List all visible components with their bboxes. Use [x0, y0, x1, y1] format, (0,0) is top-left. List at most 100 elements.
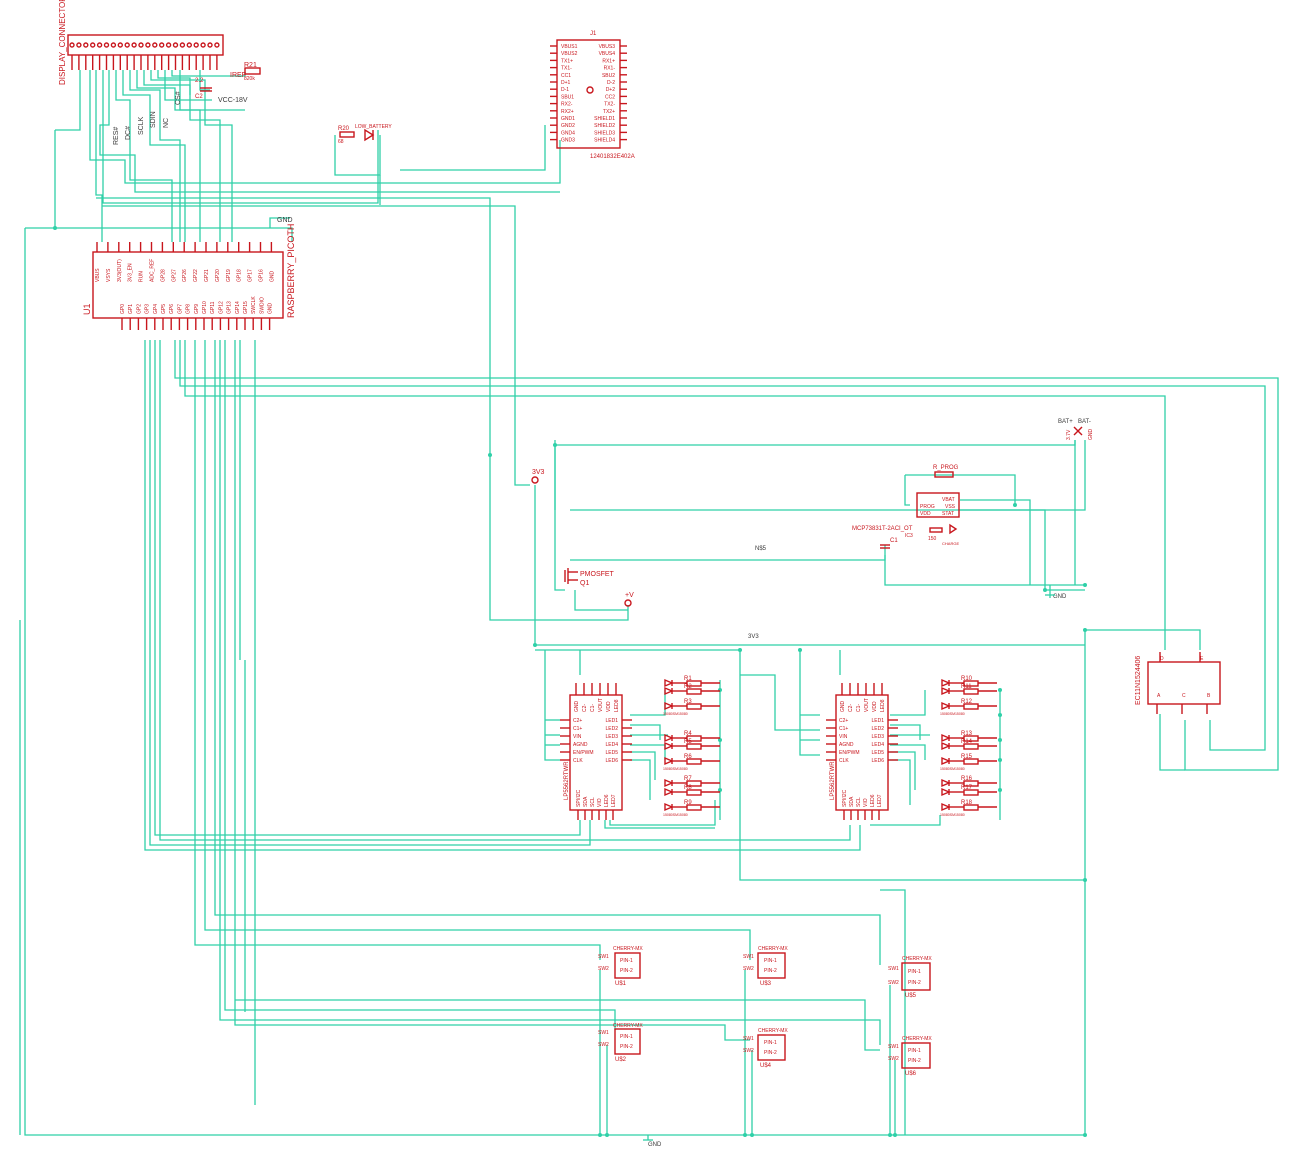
j1-pin-left: TX1+: [561, 58, 573, 64]
sclk-label: SCLK: [138, 116, 145, 135]
j1-pin-right: SHIELD1: [594, 116, 615, 122]
resistor-label: R9: [684, 800, 692, 806]
lp-pin-left: EN/PWM: [839, 750, 860, 756]
j1-pin-left: GND3: [561, 138, 575, 144]
cherry-label-5: CHERRY-MX: [902, 956, 932, 962]
j1-pin-right: VBUS4: [599, 51, 616, 57]
cherry-label-2: CHERRY-MX: [613, 1023, 643, 1029]
pin1-label-4: PIN-1: [764, 1040, 777, 1046]
lp-pin-right: LED4: [871, 742, 884, 748]
c1-label: C1: [890, 538, 898, 544]
encoder-pin-e: E: [1200, 656, 1204, 662]
ic3-label: IC3: [905, 533, 913, 539]
pin2-label-3: PIN-2: [764, 968, 777, 974]
pico-pin-top: GP22: [193, 269, 199, 282]
lp-pin-left: VIN: [839, 734, 848, 740]
pin1-label-3: PIN-1: [764, 958, 777, 964]
vcc-label: VCC-18V: [218, 97, 248, 104]
sw2-label-3: SW2: [743, 966, 754, 972]
resistor-label: R18: [961, 800, 973, 806]
nc-label: NC: [163, 118, 170, 128]
pico-pin-top: 3V3_EN: [128, 263, 134, 282]
switch-u6: CHERRY-MX PIN-1 PIN-2 SW1 SW2 U$6: [888, 1036, 932, 1077]
led-part-label: 15080SM15080: [663, 712, 688, 716]
led-part-label: 15080SM15080: [940, 813, 965, 817]
pico-pin-top: GP28: [160, 269, 166, 282]
pico-pin-bottom: GP7: [177, 304, 183, 314]
lp-pin-bottom: LED6: [604, 794, 610, 807]
j1-pin-right: TX2+: [603, 109, 615, 115]
driver-left-label: LP5562RTWR: [564, 761, 570, 800]
display-connector: DISPLAY_CONNECTOR R21 IREF 820k C2 2.2 V…: [58, 0, 261, 145]
sdin-label: SDIN: [150, 111, 157, 128]
lp-pin-left: C1+: [839, 726, 848, 732]
led-part-label: 15080SM15080: [663, 813, 688, 817]
sw1-label-3: SW1: [743, 954, 754, 960]
j1-pin-right: TX2-: [604, 102, 615, 108]
led-part-label: 15080SM15080: [940, 712, 965, 716]
lp-pin-bottom: SCL: [856, 797, 862, 807]
c2-label: C2: [195, 94, 203, 100]
rgb-leds-right: R10R11R1215080SM15080R13R14R1515080SM150…: [940, 676, 997, 817]
resistor-label: R4: [684, 731, 692, 737]
q1-label: Q1: [580, 580, 589, 587]
j1-pin-right: VBUS3: [599, 44, 616, 50]
us3-label: U$3: [760, 981, 772, 987]
pico-pin-top: GP27: [171, 269, 177, 282]
pico-pin-top: GP21: [204, 269, 210, 282]
j1-pin-right: D-2: [607, 80, 615, 86]
j1-pin-right: RX1-: [604, 66, 616, 72]
lp-pin-right: LED6: [871, 758, 884, 764]
lp-pin-left: EN/PWM: [573, 750, 594, 756]
pico-pin-top: GP18: [237, 269, 243, 282]
wires: [19, 70, 1279, 1136]
led-part-label: 15080SM15080: [940, 767, 965, 771]
rgb-leds-left: R1R2R315080SM15080R4R5R615080SM15080R7R8…: [663, 676, 720, 817]
resistor-label: R12: [961, 699, 973, 705]
vplus-label: +V: [625, 592, 634, 599]
lp-pin-left: AGND: [573, 742, 588, 748]
us1-label: U$1: [615, 981, 627, 987]
gnd-power-label: GND: [1053, 594, 1067, 600]
pico-pin-bottom: GP10: [202, 301, 208, 314]
lp-pin-top: GND: [840, 701, 846, 713]
pico-pin-bottom: GP12: [218, 301, 224, 314]
sw2-label-6: SW2: [888, 1056, 899, 1062]
lp-pin-right: LED1: [871, 718, 884, 724]
j1-pin-left: TX1-: [561, 66, 572, 72]
pico-pin-top: GP20: [215, 269, 221, 282]
cherry-label-1: CHERRY-MX: [613, 946, 643, 952]
lp-pin-bottom: SCL: [590, 797, 596, 807]
j1-pin-right: SHIELD3: [594, 130, 615, 136]
pico-pin-bottom: GP3: [145, 304, 151, 314]
encoder-pin-c: C: [1182, 693, 1186, 699]
encoder-pin-a: A: [1157, 693, 1161, 699]
pico-pin-top: GP26: [182, 269, 188, 282]
j1-pin-left: GND2: [561, 123, 575, 129]
pico-pin-top: GP19: [226, 269, 232, 282]
lp-pin-bottom: LED7: [877, 794, 883, 807]
pico-pin-bottom: GP14: [235, 301, 241, 314]
pin2-label-2: PIN-2: [620, 1044, 633, 1050]
lp-pin-top: C2-: [848, 704, 854, 712]
pico-pin-bottom: GP8: [186, 304, 192, 314]
resistor-label: R7: [684, 776, 692, 782]
j1-pin-left: D+1: [561, 80, 571, 86]
lp-pin-bottom: VIO: [597, 798, 603, 807]
pin2-label-1: PIN-2: [620, 968, 633, 974]
ns-label: N$5: [755, 546, 767, 552]
charge-label: CHARGE: [942, 541, 959, 546]
j1-pin-right: SHIELD2: [594, 123, 615, 129]
cherry-label-6: CHERRY-MX: [902, 1036, 932, 1042]
low-battery-indicator: R20 68 LOW_BATTERY: [338, 124, 392, 145]
resistor-label: R5: [684, 739, 692, 745]
j1-pin-right: CC2: [605, 94, 615, 100]
j1-pin-left: GND4: [561, 130, 575, 136]
svg-text:GND: GND: [1088, 429, 1094, 441]
switch-u5: CHERRY-MX PIN-1 PIN-2 SW1 SW2 U$5: [888, 956, 932, 999]
sw1-label-1: SW1: [598, 954, 609, 960]
lp-pin-right: LED3: [871, 734, 884, 740]
sw1-label-6: SW1: [888, 1044, 899, 1050]
lp-pin-top: GND: [574, 701, 580, 713]
